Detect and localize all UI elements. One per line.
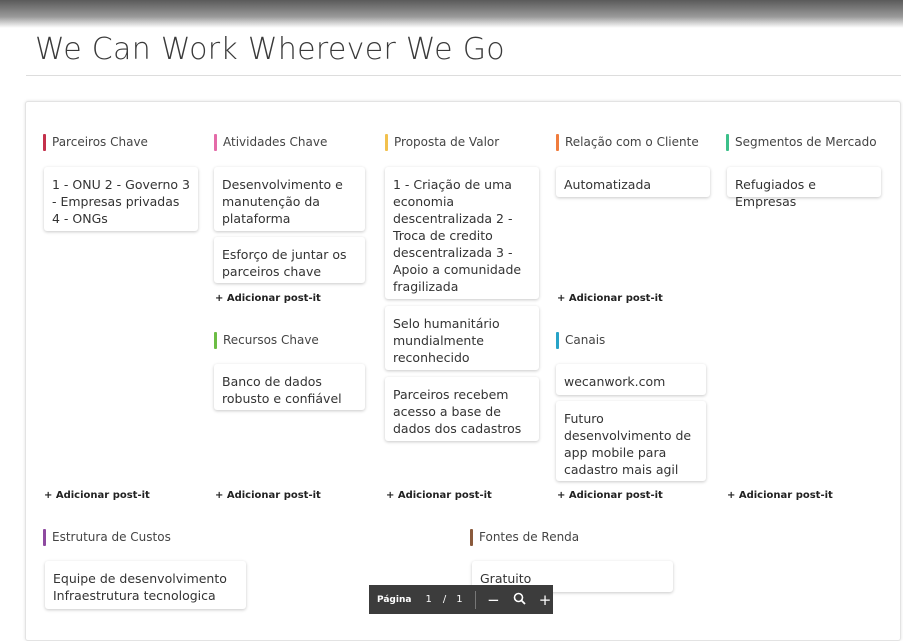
section-color-bar — [556, 331, 559, 349]
toolbar-divider — [474, 590, 476, 609]
section-label: Canais — [565, 333, 606, 347]
section-color-bar — [43, 528, 46, 546]
section-color-bar — [214, 133, 217, 151]
add-postit-proposta[interactable]: + Adicionar post-it — [386, 490, 492, 501]
postit-proposta-1[interactable]: 1 - Criação de uma economia descentraliz… — [385, 167, 539, 299]
total-pages: 1 — [456, 594, 463, 605]
section-label: Atividades Chave — [223, 135, 328, 149]
postit-segmentos-1[interactable]: Refugiados e Empresas — [727, 167, 881, 209]
page-label: Página — [377, 594, 412, 605]
section-label: Fontes de Renda — [479, 530, 580, 544]
postit-proposta-3[interactable]: Parceiros recebem acesso a base de dados… — [385, 377, 539, 441]
section-label: Segmentos de Mercado — [735, 135, 877, 149]
zoom-in-button[interactable]: + — [538, 590, 552, 609]
section-color-bar — [214, 331, 217, 349]
zoom-out-button[interactable]: − — [487, 590, 500, 609]
postit-recursos-1[interactable]: Banco de dados robusto e confiável — [214, 364, 365, 410]
section-header-proposta: Proposta de Valor — [385, 133, 499, 151]
section-header-renda: Fontes de Renda — [470, 528, 579, 546]
postit-proposta-2[interactable]: Selo humanitário mundialmente reconhecid… — [385, 306, 539, 370]
section-header-atividades: Atividades Chave — [214, 133, 327, 151]
section-label: Estrutura de Custos — [52, 530, 171, 544]
section-header-recursos: Recursos Chave — [214, 331, 319, 349]
title-divider — [26, 75, 901, 76]
top-gradient-bar — [0, 0, 903, 28]
section-header-custos: Estrutura de Custos — [43, 528, 171, 546]
section-label: Relação com o Cliente — [565, 135, 699, 149]
current-page-input[interactable]: 1 — [425, 594, 432, 605]
section-color-bar — [726, 133, 729, 151]
add-postit-parceiros[interactable]: + Adicionar post-it — [44, 490, 150, 501]
add-postit-canais[interactable]: + Adicionar post-it — [557, 490, 663, 501]
section-label: Proposta de Valor — [394, 135, 500, 149]
section-color-bar — [43, 133, 46, 151]
postit-atividades-2[interactable]: Esforço de juntar os parceiros chave — [214, 237, 365, 283]
section-header-parceiros: Parceiros Chave — [43, 133, 148, 151]
postit-canais-1[interactable]: wecanwork.com — [556, 364, 706, 395]
section-header-relacao: Relação com o Cliente — [556, 133, 699, 151]
page-zoom-toolbar: Página 1 / 1 − + — [369, 585, 553, 614]
zoom-icon[interactable] — [511, 591, 527, 609]
postit-parceiros-1[interactable]: 1 - ONU 2 - Governo 3 - Empresas privada… — [44, 167, 198, 231]
postit-atividades-1[interactable]: Desenvolvimento e manutenção da platafor… — [214, 167, 365, 231]
postit-custos-1[interactable]: Equipe de desenvolvimento Infraestrutura… — [45, 561, 246, 609]
page-separator: / — [442, 594, 447, 605]
add-postit-atividades[interactable]: + Adicionar post-it — [215, 293, 321, 304]
add-postit-relacao[interactable]: + Adicionar post-it — [557, 293, 663, 304]
page-title: We Can Work Wherever We Go — [35, 32, 505, 67]
section-label: Parceiros Chave — [52, 135, 148, 149]
section-label: Recursos Chave — [223, 333, 319, 347]
section-header-canais: Canais — [556, 331, 605, 349]
postit-canais-2[interactable]: Futuro desenvolvimento de app mobile par… — [556, 401, 706, 481]
section-color-bar — [470, 528, 473, 546]
add-postit-segmentos[interactable]: + Adicionar post-it — [727, 490, 833, 501]
section-color-bar — [385, 133, 388, 151]
postit-relacao-1[interactable]: Automatizada — [556, 167, 710, 197]
add-postit-recursos[interactable]: + Adicionar post-it — [215, 490, 321, 501]
section-header-segmentos: Segmentos de Mercado — [726, 133, 877, 151]
section-color-bar — [556, 133, 559, 151]
